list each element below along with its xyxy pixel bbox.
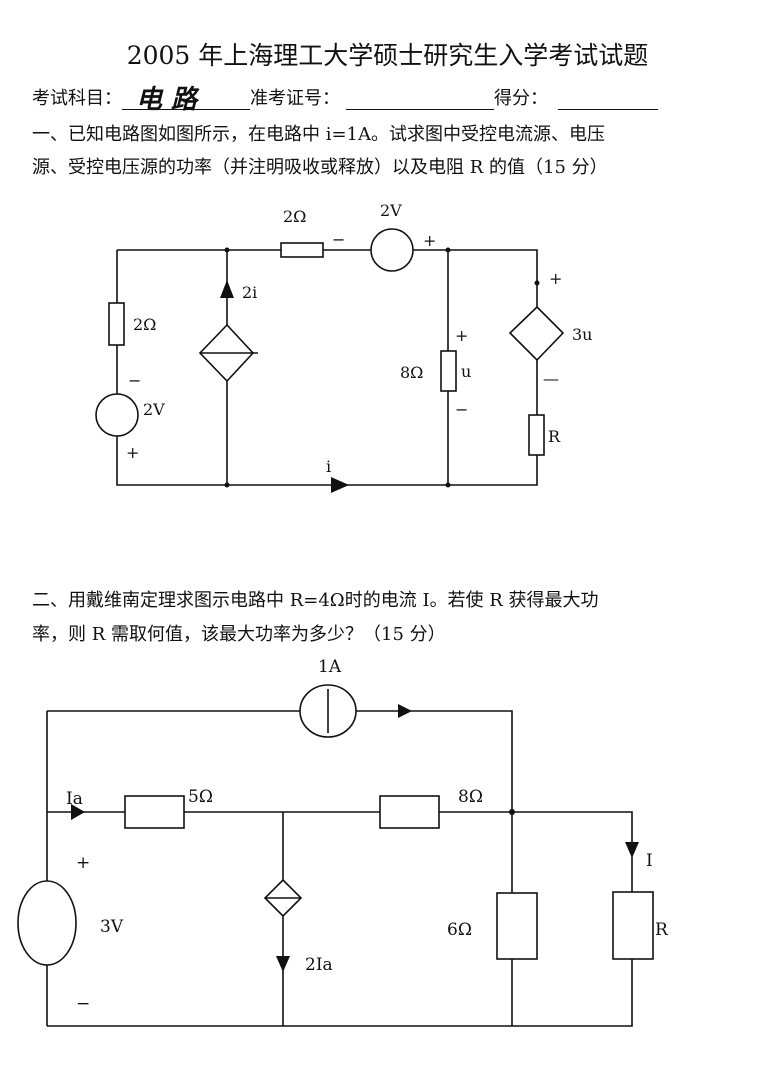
voltage-source-left-2v <box>95 393 139 437</box>
label-i: i <box>326 457 331 476</box>
node-dot <box>445 482 451 488</box>
node-dot <box>509 809 515 815</box>
resistor-left-2ohm <box>108 302 125 346</box>
label-v-top-plus: + <box>423 231 436 250</box>
node-dot <box>224 482 230 488</box>
exam-info-row: 考试科目： 电 路 准考证号： 得分： <box>32 84 658 115</box>
subject-value: 电 路 <box>136 85 198 115</box>
arrow-right-icon <box>71 804 85 820</box>
label-i: I <box>646 851 653 871</box>
resistor-8ohm <box>379 795 440 829</box>
label-u-plus: + <box>455 326 468 345</box>
label-cs: 1A <box>318 657 342 677</box>
score-field <box>558 89 658 110</box>
page-title: 2005 年上海理工大学硕士研究生入学考试试题 <box>126 41 649 70</box>
label-dv-plus: + <box>549 269 562 288</box>
circuit2-wires <box>46 710 633 1027</box>
label-v-left: 2V <box>143 400 165 419</box>
arrow-up-icon <box>220 280 234 298</box>
resistor-R <box>528 414 545 456</box>
label-r5: 5Ω <box>188 787 213 807</box>
voltage-source-top-2v <box>370 228 414 272</box>
label-minus: − <box>76 994 90 1014</box>
label-r6: 6Ω <box>447 920 472 940</box>
label-u-minus: − <box>455 400 468 419</box>
node-dot <box>445 247 451 253</box>
label-r-mid: 8Ω <box>400 363 423 382</box>
circuit-diagram-1: 2Ω 2V − + 2Ω 2V − + 2i 8Ω u + − 3u + — R… <box>95 201 592 493</box>
circuit-diagram-2: 1A Ia 5Ω 8Ω 3V + − 2Ia 6Ω R I <box>17 657 669 1027</box>
arrow-down-icon <box>276 956 290 972</box>
label-dv-minus: — <box>543 369 559 388</box>
label-r8: 8Ω <box>458 787 483 807</box>
arrow-right-icon <box>331 477 349 493</box>
q1-text-line2: 源、受控电压源的功率（并注明吸收或释放）以及电阻 R 的值（15 分） <box>32 157 608 178</box>
node-dot <box>534 280 540 286</box>
label-dep-voltage: 3u <box>572 325 592 344</box>
resistor-8ohm <box>440 350 457 392</box>
label-r-right: R <box>548 427 561 446</box>
node-dot <box>224 247 230 253</box>
circuit1-wires <box>116 249 538 486</box>
label-ia: Ia <box>66 789 83 809</box>
q2-text-line1: 二、用戴维南定理求图示电路中 R=4Ω时的电流 I。若使 R 获得最大功 <box>32 590 599 611</box>
q1-text-line1: 一、已知电路图如图所示，在电路中 i=1A。试求图中受控电流源、电压 <box>32 124 606 145</box>
arrow-right-icon <box>398 704 412 718</box>
label-u: u <box>461 362 471 381</box>
label-dep: 2Ia <box>305 955 333 975</box>
label-vs: 3V <box>100 917 124 937</box>
resistor-top-2ohm <box>280 242 324 258</box>
label-dep-current: 2i <box>242 283 257 302</box>
label-plus: + <box>76 853 90 873</box>
label-v-top-minus: − <box>332 230 345 249</box>
dependent-voltage-source-3u <box>508 305 565 362</box>
subject-label: 考试科目： <box>32 88 122 109</box>
score-label: 得分： <box>494 88 548 109</box>
label-r-left: 2Ω <box>133 315 156 334</box>
label-v-top: 2V <box>380 201 402 220</box>
exam-no-label: 准考证号： <box>250 88 340 109</box>
subject-field: 电 路 <box>122 85 250 115</box>
exam-no-field <box>346 89 494 110</box>
resistor-5ohm <box>124 795 185 829</box>
voltage-source-3v <box>17 880 77 966</box>
label-r: R <box>655 920 669 940</box>
resistor-6ohm <box>496 892 538 960</box>
arrow-down-icon <box>625 842 639 858</box>
label-r-top: 2Ω <box>283 207 306 226</box>
label-v-left-plus: + <box>126 443 139 462</box>
q2-text-line2: 率，则 R 需取何值，该最大功率为多少？（15 分） <box>32 624 446 645</box>
label-v-left-minus: − <box>128 371 141 390</box>
resistor-R <box>612 891 654 960</box>
